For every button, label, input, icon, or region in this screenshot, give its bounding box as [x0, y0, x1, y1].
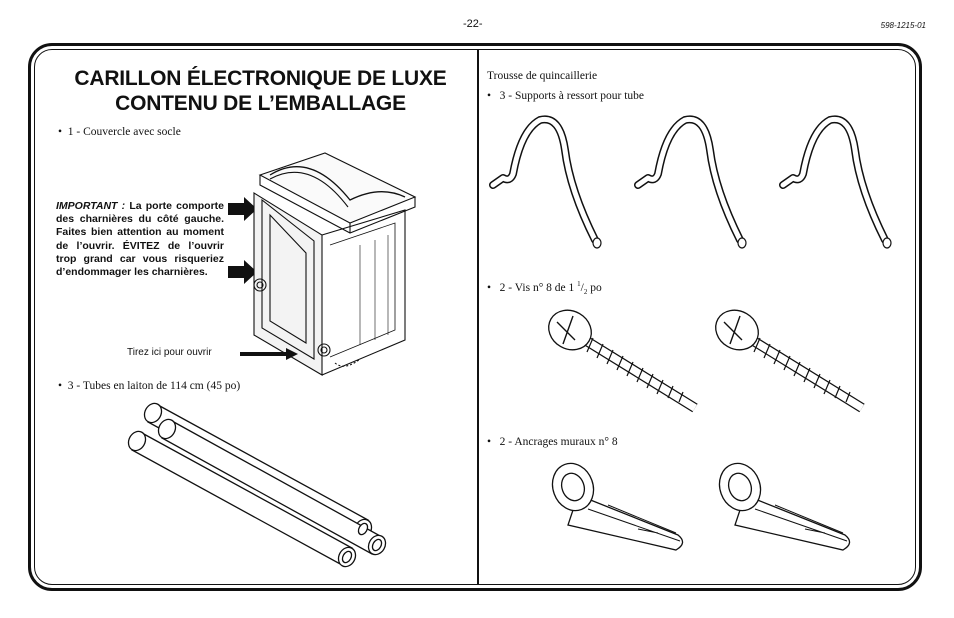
page-frame	[28, 43, 922, 591]
column-divider	[477, 50, 479, 584]
arrow-right-icon	[228, 197, 257, 221]
supports-label: 3 - Supports à ressort pour tube	[499, 90, 645, 102]
spring-support-icon	[779, 115, 892, 249]
screw-icon	[548, 309, 698, 413]
page-number: -22-	[463, 18, 483, 30]
wall-anchor-icon	[551, 462, 684, 551]
wall-anchor-icon	[718, 462, 851, 551]
list-item-cover: • 1 - Couvercle avec socle	[58, 126, 181, 138]
chime-cabinet-icon	[253, 152, 417, 376]
pull-label: Tirez ici pour ouvrir	[127, 347, 212, 358]
fraction-numerator: 1	[577, 280, 581, 288]
bullet: •	[487, 281, 500, 294]
bullet: •	[487, 436, 500, 448]
cover-label: 1 - Couvercle avec socle	[67, 126, 181, 138]
document-number: 598-1215-01	[880, 21, 926, 30]
page-title: CARILLON ÉLECTRONIQUE DE LUXE CONTENU DE…	[48, 66, 473, 116]
anchors-label: 2 - Ancrages muraux n° 8	[499, 436, 618, 448]
title-line-1: CARILLON ÉLECTRONIQUE DE LUXE	[74, 67, 447, 90]
hardware-heading: Trousse de quincaillerie	[487, 70, 598, 82]
brass-tube-icon	[127, 402, 387, 568]
bullet: •	[58, 380, 68, 392]
tubes-label: 3 - Tubes en laiton de 114 cm (45 po)	[67, 380, 241, 392]
bullet: •	[487, 90, 500, 102]
page-frame-inner	[34, 49, 916, 585]
list-item-tubes: • 3 - Tubes en laiton de 114 cm (45 po)	[58, 380, 240, 392]
title-line-2: CONTENU DE L’EMBALLAGE	[115, 92, 406, 115]
list-item-supports: • 3 - Supports à ressort pour tube	[487, 90, 644, 102]
bullet: •	[58, 126, 68, 138]
spring-support-icon	[489, 115, 602, 249]
screws-unit: po	[587, 281, 602, 294]
list-item-screws: • 2 - Vis n° 8 de 1 1/2 po	[487, 280, 602, 297]
arrow-right-icon	[228, 260, 257, 284]
important-label: IMPORTANT :	[56, 200, 126, 212]
list-item-anchors: • 2 - Ancrages muraux n° 8	[487, 436, 618, 448]
fraction-denominator: 2	[583, 288, 588, 297]
important-text: La porte comporte des charnières du côté…	[56, 200, 225, 279]
screw-icon	[715, 309, 865, 413]
important-note: IMPORTANT : La porte comporte des charni…	[56, 200, 224, 279]
arrow-right-icon	[240, 348, 298, 360]
spring-support-icon	[634, 115, 747, 249]
screws-label: 2 - Vis n° 8 de 1	[499, 281, 578, 294]
